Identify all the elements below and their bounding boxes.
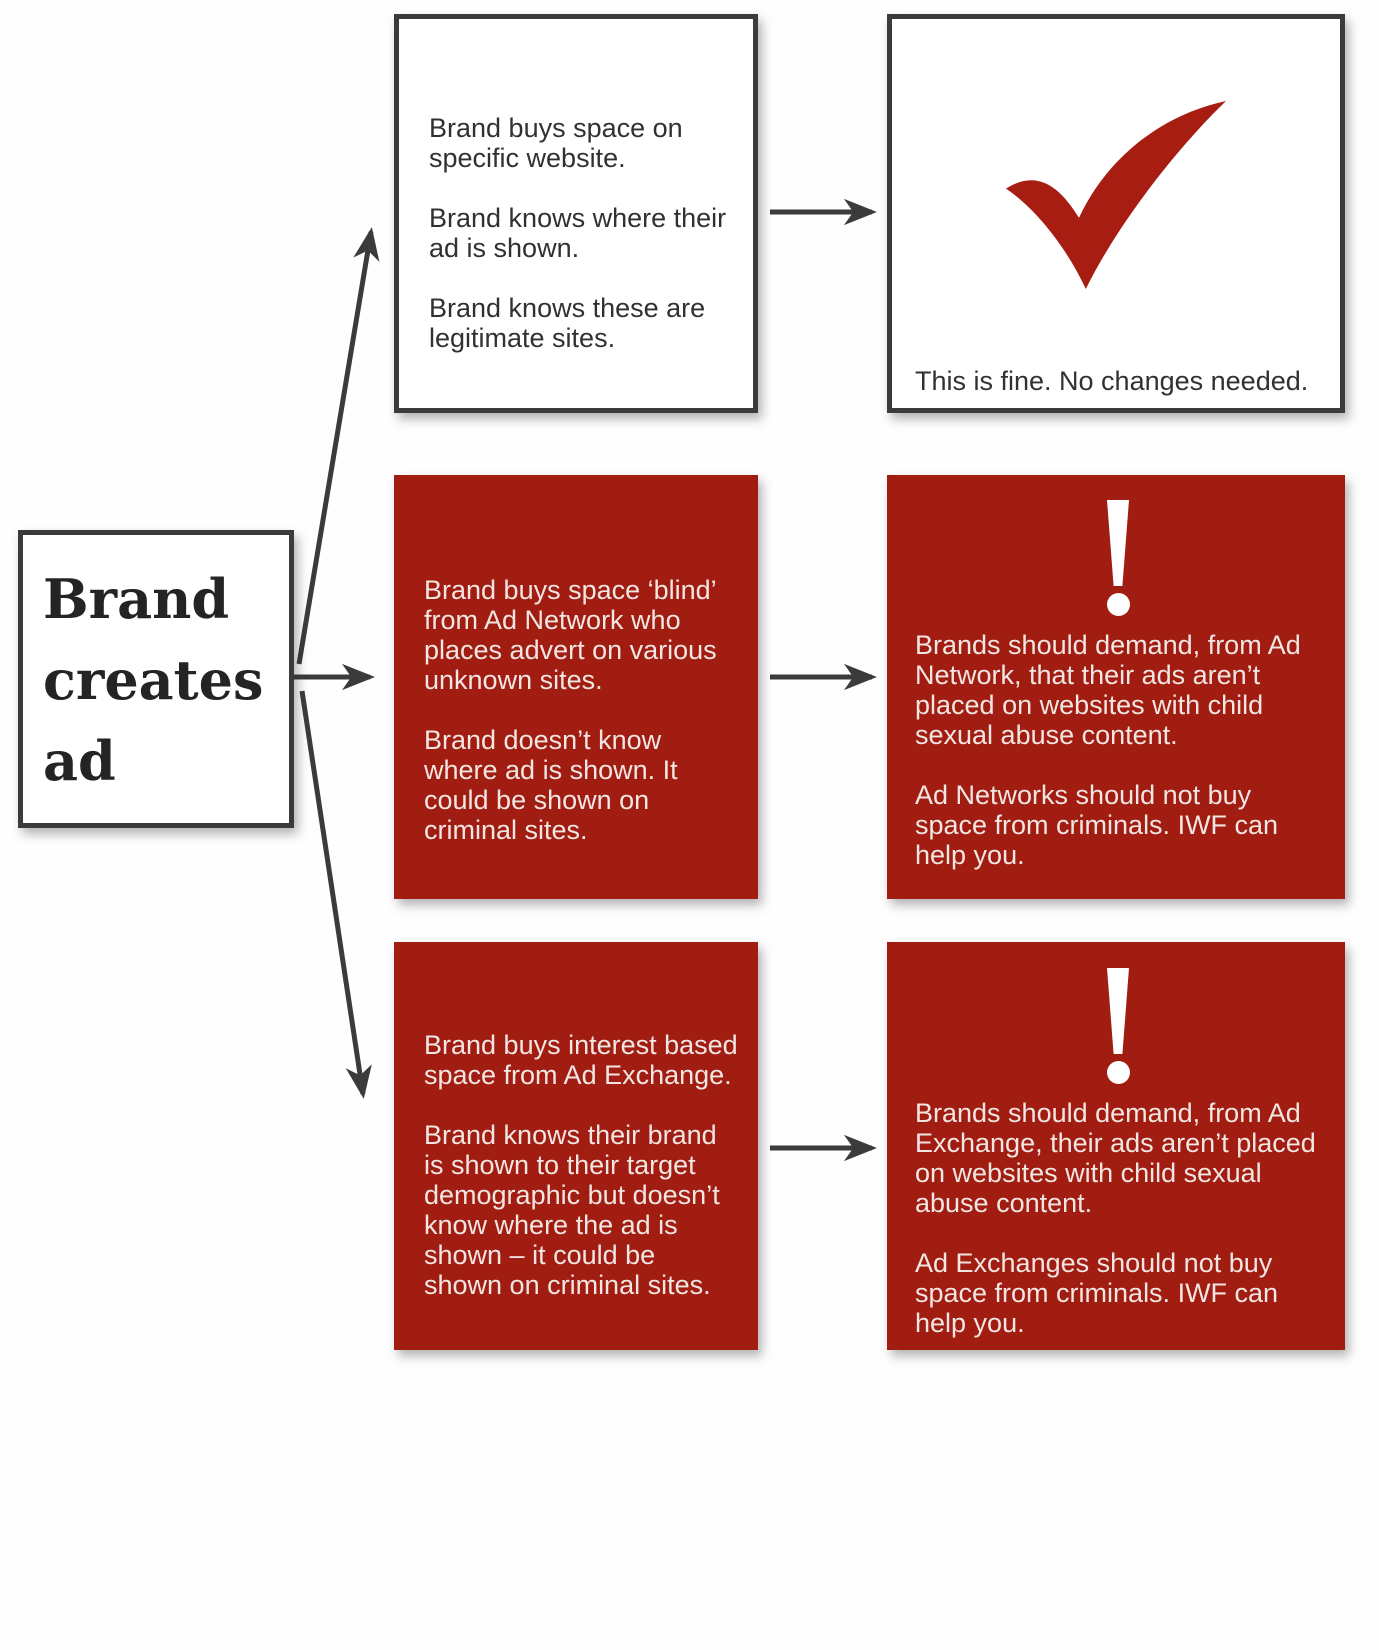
ad-network-paragraph-2: Brand doesn’t know where ad is shown. It…: [424, 725, 678, 845]
direct-buy-paragraph-1: Brand buys space on specific website.: [429, 113, 683, 173]
direct-buy-outcome-caption: This is fine. No changes needed.: [915, 366, 1309, 396]
checkmark-icon: [1005, 100, 1227, 289]
ad-exchange-outcome-paragraph-2: Ad Exchanges should not buy space from c…: [915, 1248, 1279, 1338]
ad-network-paragraph-1: Brand buys space ‘blind’ from Ad Network…: [424, 575, 717, 695]
ad-network-outcome-paragraph-1: Brands should demand, from Ad Network, t…: [915, 630, 1301, 750]
arrow-root-to-ad-exchange: [299, 690, 372, 1099]
exclamation-dot: [1106, 1061, 1130, 1084]
ad-exchange-outcome-paragraph-1: Brands should demand, from Ad Exchange, …: [915, 1098, 1316, 1218]
direct-buy-box: Brand buys space on specific website. Br…: [394, 14, 758, 413]
direct-buy-paragraph-3: Brand knows these are legitimate sites.: [429, 293, 706, 353]
exclamation-dot: [1106, 593, 1130, 616]
direct-buy-outcome-box: This is fine. No changes needed.: [887, 14, 1345, 413]
exclamation-icon: [1103, 500, 1133, 616]
brand-creates-ad-label: Brand creates ad: [43, 567, 264, 793]
ad-network-box: Brand buys space ‘blind’ from Ad Network…: [394, 475, 758, 899]
direct-buy-paragraph-2: Brand knows where their ad is shown.: [429, 203, 727, 263]
exclamation-bar: [1107, 500, 1129, 586]
brand-creates-ad-box: Brand creates ad: [18, 530, 294, 828]
arrow-root-to-direct-buy: [296, 227, 380, 665]
ad-network-outcome-paragraph-2: Ad Networks should not buy space from cr…: [915, 780, 1279, 870]
ad-exchange-paragraph-2: Brand knows their brand is shown to thei…: [424, 1120, 720, 1300]
ad-exchange-paragraph-1: Brand buys interest based space from Ad …: [424, 1030, 738, 1090]
exclamation-bar: [1107, 968, 1129, 1054]
ad-exchange-box: Brand buys interest based space from Ad …: [394, 942, 758, 1350]
ad-network-outcome-box: Brands should demand, from Ad Network, t…: [887, 475, 1345, 899]
exclamation-icon: [1103, 968, 1133, 1084]
ad-exchange-outcome-box: Brands should demand, from Ad Exchange, …: [887, 942, 1345, 1350]
